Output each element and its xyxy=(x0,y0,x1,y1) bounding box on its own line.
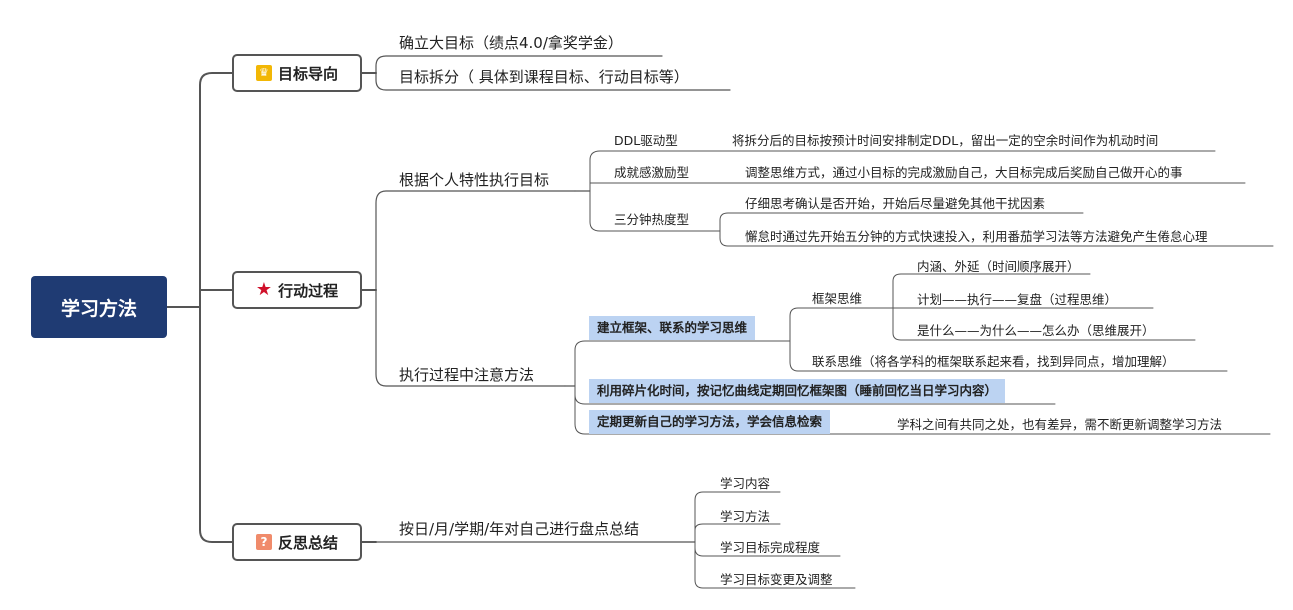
fragment-time-node[interactable]: 利用碎片化时间，按记忆曲线定期回忆框架图（睡前回忆当日学习内容） xyxy=(589,379,1006,403)
method-node[interactable]: 执行过程中注意方法 xyxy=(399,366,535,384)
reflect-item-1[interactable]: 学习内容 xyxy=(720,476,771,491)
action-node[interactable]: ★ 行动过程 xyxy=(232,271,362,309)
goal-item-2[interactable]: 目标拆分（ 具体到课程目标、行动目标等） xyxy=(399,68,689,86)
ddl-note[interactable]: 将拆分后的目标按预计时间安排制定DDL，留出一定的空余时间作为机动时间 xyxy=(732,133,1159,148)
reflect-main-node[interactable]: 按日/月/学期/年对自己进行盘点总结 xyxy=(399,520,640,538)
achieve-note[interactable]: 调整思维方式，通过小目标的完成激励自己，大目标完成后奖励自己做开心的事 xyxy=(745,165,1183,180)
goal-label: 目标导向 xyxy=(277,64,338,83)
frame-item-1[interactable]: 内涵、外延（时间顺序展开） xyxy=(917,259,1080,274)
three-minute-note-1[interactable]: 仔细思考确认是否开始，开始后尽量避免其他干扰因素 xyxy=(745,196,1046,211)
reflect-item-4[interactable]: 学习目标变更及调整 xyxy=(720,572,833,587)
question-icon: ? xyxy=(255,534,272,550)
action-label: 行动过程 xyxy=(278,281,339,300)
three-minute-type-node[interactable]: 三分钟热度型 xyxy=(614,212,690,227)
star-icon: ★ xyxy=(255,279,273,300)
update-note[interactable]: 学科之间有共同之处，也有差异，需不断更新调整学习方法 xyxy=(897,417,1223,432)
reflect-item-3[interactable]: 学习目标完成程度 xyxy=(720,540,821,555)
three-minute-note-2[interactable]: 懈怠时通过先开始五分钟的方式快速投入，利用番茄学习法等方法避免产生倦怠心理 xyxy=(745,229,1208,244)
frame-item-3[interactable]: 是什么——为什么——怎么办（思维展开） xyxy=(917,323,1155,338)
trophy-icon: ♛ xyxy=(255,65,272,81)
frame-item-2[interactable]: 计划——执行——复盘（过程思维） xyxy=(917,292,1118,307)
root-node[interactable]: 学习方法 xyxy=(31,276,167,338)
achieve-type-node[interactable]: 成就感激励型 xyxy=(614,165,690,180)
link-thinking-node[interactable]: 联系思维（将各学科的框架联系起来看，找到异同点，增加理解） xyxy=(812,354,1175,369)
reflect-label: 反思总结 xyxy=(277,533,338,552)
framework-node[interactable]: 建立框架、联系的学习思维 xyxy=(589,316,756,340)
ddl-type-node[interactable]: DDL驱动型 xyxy=(614,133,678,148)
update-method-node[interactable]: 定期更新自己的学习方法，学会信息检索 xyxy=(589,410,831,434)
traits-node[interactable]: 根据个人特性执行目标 xyxy=(399,171,550,189)
goal-item-1[interactable]: 确立大目标（绩点4.0/拿奖学金） xyxy=(399,34,623,52)
frame-thinking-node[interactable]: 框架思维 xyxy=(812,291,863,306)
reflect-item-2[interactable]: 学习方法 xyxy=(720,509,771,524)
goal-node[interactable]: ♛ 目标导向 xyxy=(232,54,362,92)
reflect-node[interactable]: ? 反思总结 xyxy=(232,523,362,561)
